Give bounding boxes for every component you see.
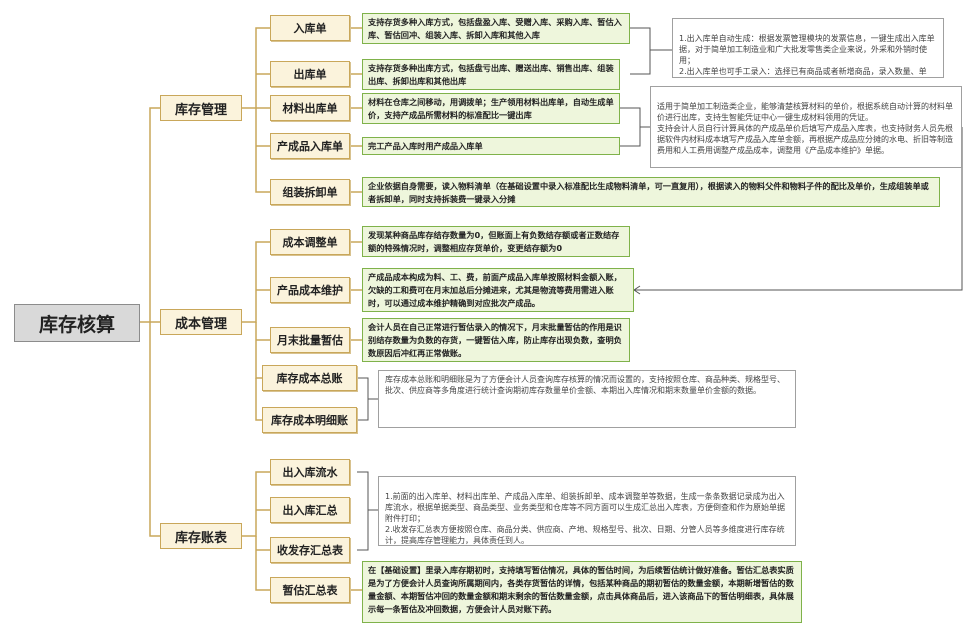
desc-inbound-order: 支持存货多种入库方式，包括盘盈入库、受赠入库、采购入库、暂估入库、暂估回冲、组装…: [362, 13, 630, 44]
item-inbound-order[interactable]: 入库单: [270, 15, 350, 41]
note-reports: 1.前面的出入库单、材料出库单、产成品入库单、组装拆卸单、成本调整单等数据，生成…: [378, 476, 796, 546]
item-label: 出库单: [293, 68, 327, 81]
item-label: 库存成本明细账: [271, 414, 348, 427]
desc-product-inbound: 完工产品入库时用产成品入库单: [362, 137, 620, 155]
desc-outbound-order: 支持存货多种出库方式，包括盘亏出库、赠送出库、销售出库、组装出库、拆卸出库和其他…: [362, 59, 620, 90]
group-label: 库存账表: [174, 530, 227, 546]
group-inventory-reports[interactable]: 库存账表: [160, 523, 242, 549]
item-label: 月末批量暂估: [277, 334, 343, 347]
item-inout-flow[interactable]: 出入库流水: [270, 459, 350, 485]
root-node[interactable]: 库存核算: [14, 304, 140, 342]
item-cost-adjustment[interactable]: 成本调整单: [270, 229, 350, 255]
desc-product-cost-maintenance: 产成品成本构成为料、工、费，前面产成品入库单按照材料金额入账，欠缺的工和费可在月…: [362, 268, 634, 312]
desc-assemble-disassemble: 企业依据自身需要，读入物料清单（在基础设置中录入标准配比生成物料清单，可一直复用…: [362, 177, 940, 207]
item-send-receive-summary[interactable]: 收发存汇总表: [270, 537, 350, 563]
item-material-outbound[interactable]: 材料出库单: [270, 95, 350, 121]
item-label: 产品成本维护: [277, 284, 343, 297]
item-label: 材料出库单: [282, 102, 338, 115]
item-label: 出入库汇总: [282, 504, 338, 517]
item-label: 库存成本总账: [276, 372, 343, 385]
item-month-end-provisional[interactable]: 月末批量暂估: [270, 327, 350, 353]
desc-material-outbound: 材料在仓库之间移动，用调拨单；生产领用材料出库单，自动生成单价，支持产成品所需材…: [362, 93, 620, 124]
item-label: 入库单: [293, 22, 327, 35]
item-product-cost-maintenance[interactable]: 产品成本维护: [270, 277, 350, 303]
item-cost-detail-ledger[interactable]: 库存成本明细账: [262, 407, 357, 433]
desc-provisional-summary: 在【基础设置】里录入库存期初时，支持填写暂估情况，具体的暂估时间，为后续暂估统计…: [362, 561, 802, 623]
item-label: 出入库流水: [282, 466, 338, 479]
group-inventory-management[interactable]: 库存管理: [160, 95, 242, 121]
item-label: 收发存汇总表: [277, 544, 343, 557]
item-outbound-order[interactable]: 出库单: [270, 61, 350, 87]
item-product-inbound[interactable]: 产成品入库单: [270, 133, 350, 159]
desc-month-end-provisional: 会计人员在自己正常进行暂估录入的情况下，月末批量暂估的作用是识别结存数量为负数的…: [362, 318, 630, 362]
item-assemble-disassemble[interactable]: 组装拆卸单: [270, 179, 350, 205]
item-label: 组装拆卸单: [282, 186, 338, 199]
item-cost-general-ledger[interactable]: 库存成本总账: [262, 365, 357, 391]
item-label: 成本调整单: [282, 236, 338, 249]
item-provisional-summary[interactable]: 暂估汇总表: [270, 577, 350, 603]
desc-cost-adjustment: 发现某种商品库存结存数量为0，但账面上有负数结存额或者正数结存额的特殊情况时，调…: [362, 226, 630, 257]
group-cost-management[interactable]: 成本管理: [160, 309, 242, 335]
item-label: 产成品入库单: [277, 140, 343, 153]
group-label: 库存管理: [174, 102, 227, 118]
root-label: 库存核算: [38, 313, 115, 336]
note-inout-orders: 1.出入库单自动生成：根据发票管理模块的发票信息，一键生成出入库单据，对于简单加…: [672, 18, 944, 78]
item-inout-summary[interactable]: 出入库汇总: [270, 497, 350, 523]
item-label: 暂估汇总表: [282, 584, 338, 597]
group-label: 成本管理: [174, 316, 227, 332]
note-cost-ledgers: 库存成本总账和明细账是为了方便会计人员查询库存核算的情况而设置的，支持按照仓库、…: [378, 370, 796, 428]
note-material-product: 适用于简单加工制造类企业，能够清楚核算材料的单价，根据系统自动计算的材料单价进行…: [650, 86, 962, 168]
